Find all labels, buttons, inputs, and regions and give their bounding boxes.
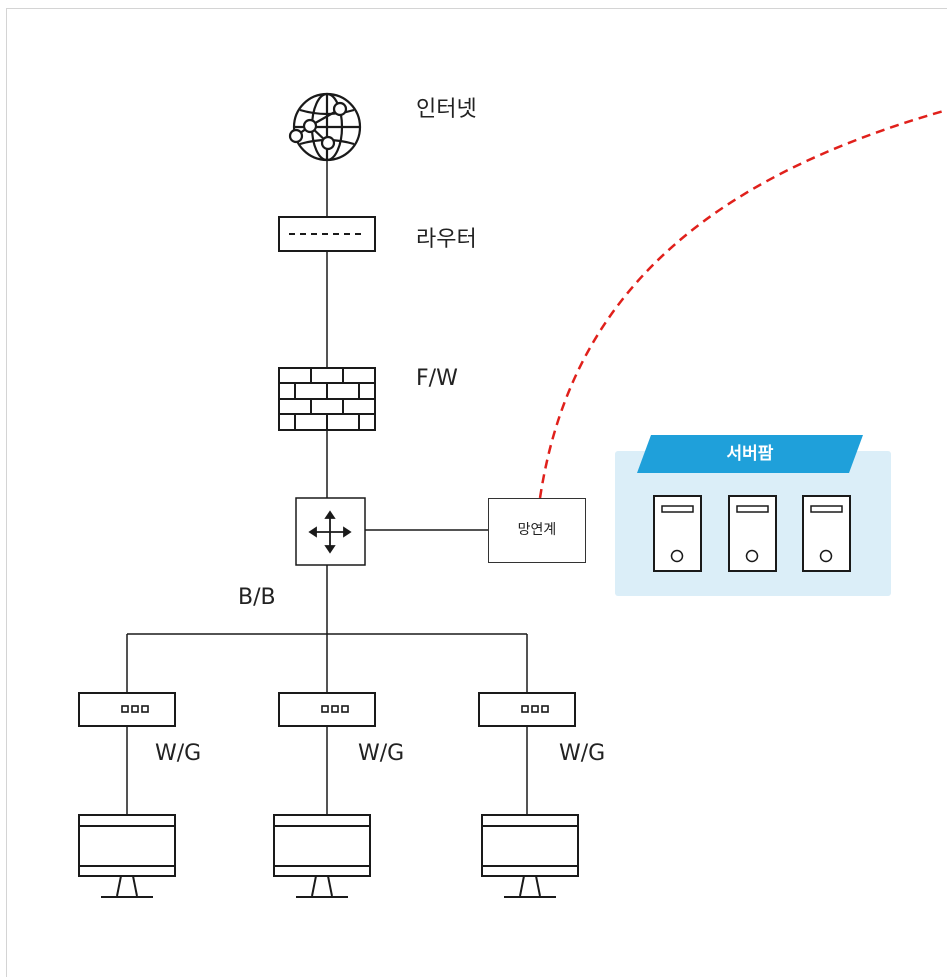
workgroup-switch-icon (78, 692, 176, 727)
server-farm-label: 서버팜 (726, 444, 774, 464)
dashed-external-link (538, 108, 947, 499)
monitor-icon (78, 814, 176, 898)
firewall-label: F/W (416, 366, 458, 391)
server-farm-tab (637, 435, 863, 473)
internet-label: 인터넷 (416, 97, 477, 122)
workgroup-label: W/G (358, 741, 405, 766)
workgroup-switch-icon (278, 692, 376, 727)
firewall-icon (278, 367, 376, 431)
workgroup-label: W/G (155, 741, 202, 766)
router-icon (278, 216, 376, 252)
server-icon (728, 495, 777, 572)
router-label: 라우터 (416, 227, 477, 252)
backbone-switch-icon (295, 497, 366, 566)
monitor-icon (273, 814, 371, 898)
server-icon (802, 495, 851, 572)
monitor-icon (481, 814, 579, 898)
workgroup-switch-icon (478, 692, 576, 727)
backbone-label: B/B (238, 585, 276, 610)
diagram-border (6, 8, 947, 977)
globe-icon (288, 92, 362, 162)
network-link-label: 망연계 (517, 522, 557, 538)
network-link-box (488, 498, 586, 563)
workgroup-label: W/G (559, 741, 606, 766)
server-icon (653, 495, 702, 572)
